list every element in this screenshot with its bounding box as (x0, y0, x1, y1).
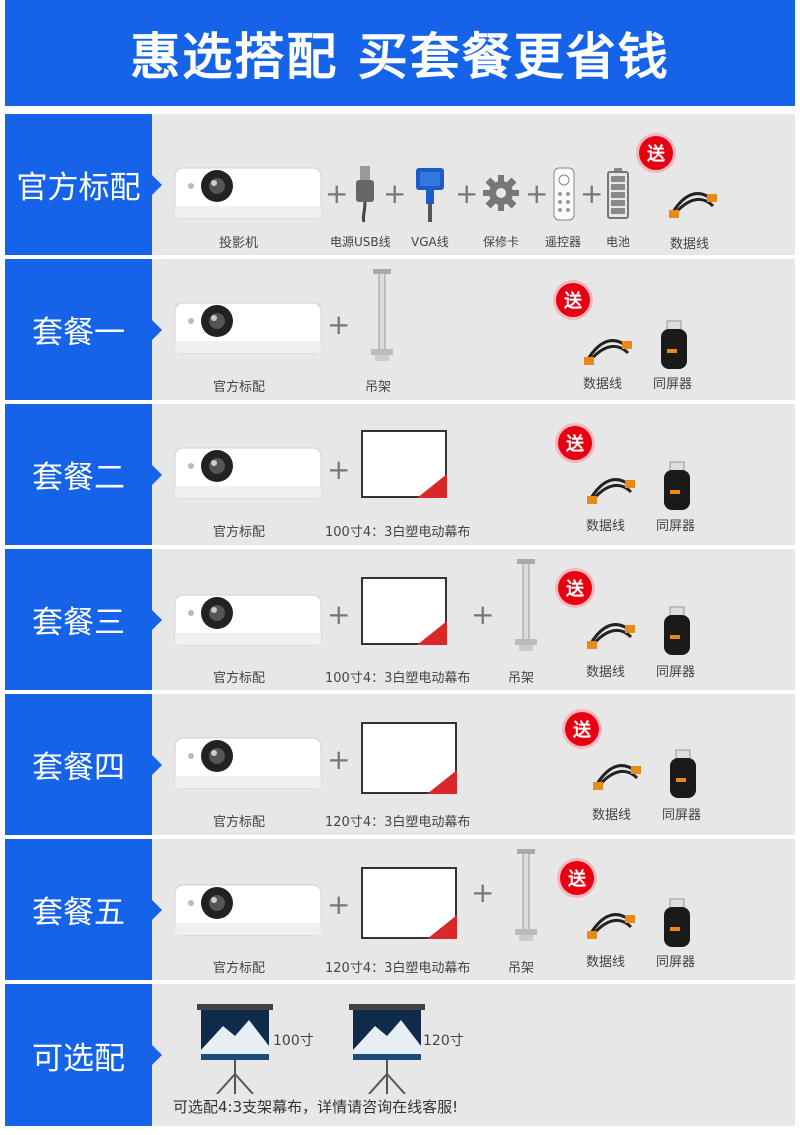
row-package-2: 套餐二 官方标配 + 100寸4：3白塑电动幕布 送 数据线 同屏器 (5, 404, 795, 545)
item-caption: 吊架 (508, 671, 535, 686)
item-caption: 投影机 (219, 236, 259, 251)
page-header: 惠选搭配 买套餐更省钱 (5, 0, 795, 106)
projector-icon (174, 302, 322, 354)
gear-icon (483, 175, 519, 211)
item-caption: 120寸4：3白塑电动幕布 (325, 961, 471, 976)
item-caption: 同屏器 (662, 808, 702, 823)
item-caption: 官方标配 (213, 961, 266, 976)
item-caption: 数据线 (670, 237, 710, 252)
plus-icon: + (325, 177, 349, 210)
projector-icon (174, 447, 322, 499)
projection-screen-icon (361, 577, 447, 645)
plus-icon: + (471, 876, 495, 909)
plus-icon: + (383, 177, 407, 210)
item-caption: 数据线 (586, 665, 626, 680)
projector-icon (174, 594, 322, 646)
screen-mirror-dongle-icon (664, 898, 690, 947)
screen-mirror-dongle-icon (661, 320, 687, 369)
item-caption: 120寸 (423, 1033, 464, 1049)
row-label: 套餐四 (5, 694, 162, 835)
projection-screen-icon (361, 867, 457, 939)
row-optional: 可选配 100寸 120寸 可选配4:3支架幕布，详情请咨询在线客服! (5, 984, 795, 1126)
plus-icon: + (525, 177, 549, 210)
row-package-1: 套餐一 官方标配 + 吊架 送 数据线 同屏器 (5, 259, 795, 400)
item-caption: 数据线 (592, 808, 632, 823)
row-package-4: 套餐四 官方标配 + 120寸4：3白塑电动幕布 送 数据线 同屏器 (5, 694, 795, 835)
item-caption: 官方标配 (213, 815, 266, 830)
battery-icon (607, 168, 629, 219)
projector-icon (174, 737, 322, 789)
vga-cable-icon (416, 168, 444, 222)
item-caption: 同屏器 (653, 377, 693, 392)
item-caption: 数据线 (586, 519, 626, 534)
item-caption: 电池 (606, 235, 631, 249)
hdmi-cable-icon (669, 192, 717, 218)
row-package-5: 套餐五 官方标配 + 120寸4：3白塑电动幕布 + 吊架 送 数据线 同屏器 (5, 839, 795, 980)
page-title: 惠选搭配 买套餐更省钱 (130, 28, 670, 86)
item-caption: VGA线 (411, 235, 449, 249)
row-label: 可选配 (5, 984, 162, 1126)
projection-screen-icon (361, 722, 457, 794)
item-caption: 官方标配 (213, 525, 266, 540)
screen-mirror-dongle-icon (664, 461, 690, 510)
row-label: 套餐一 (5, 259, 162, 400)
gift-badge: 送 (639, 136, 673, 170)
projector-icon (174, 167, 322, 219)
ceiling-mount-icon (371, 269, 393, 361)
plus-icon: + (327, 598, 351, 631)
plus-icon: + (327, 888, 351, 921)
item-caption: 官方标配 (213, 380, 266, 395)
gift-badge: 送 (558, 571, 592, 605)
item-caption: 保修卡 (483, 235, 520, 249)
gift-badge: 送 (560, 861, 594, 895)
item-caption: 数据线 (586, 955, 626, 970)
remote-icon (553, 167, 575, 221)
plus-icon: + (455, 177, 479, 210)
row-label: 套餐二 (5, 404, 162, 545)
item-caption: 同屏器 (656, 519, 696, 534)
row-package-3: 套餐三 官方标配 + 100寸4：3白塑电动幕布 + 吊架 送 数据线 同屏器 (5, 549, 795, 690)
ceiling-mount-icon (515, 559, 537, 651)
plus-icon: + (327, 453, 351, 486)
item-caption: 同屏器 (656, 665, 696, 680)
item-caption: 数据线 (583, 377, 623, 392)
item-caption: 吊架 (365, 380, 392, 395)
row-standard: 官方标配 投影机 + 电源USB线 + VGA线 + 保修卡 + 遥控器 + 电… (5, 114, 795, 255)
plus-icon: + (327, 308, 351, 341)
item-caption: 100寸4：3白塑电动幕布 (325, 525, 471, 540)
plus-icon: + (471, 598, 495, 631)
hdmi-cable-icon (584, 339, 632, 365)
row-label: 套餐三 (5, 549, 162, 690)
item-caption: 遥控器 (545, 235, 582, 249)
item-caption: 100寸4：3白塑电动幕布 (325, 671, 471, 686)
tripod-screen-icon (349, 1004, 425, 1094)
plus-icon: + (580, 177, 604, 210)
item-caption: 电源USB线 (330, 235, 391, 249)
item-caption: 官方标配 (213, 671, 266, 686)
tripod-screen-icon (197, 1004, 273, 1094)
screen-mirror-dongle-icon (670, 749, 696, 798)
item-caption: 同屏器 (656, 955, 696, 970)
item-caption: 120寸4：3白塑电动幕布 (325, 815, 471, 830)
gift-badge: 送 (565, 712, 599, 746)
hdmi-cable-icon (587, 623, 635, 649)
gift-badge: 送 (556, 283, 590, 317)
item-caption: 100寸 (273, 1033, 314, 1049)
screen-mirror-dongle-icon (664, 606, 690, 655)
projector-icon (174, 884, 322, 936)
usb-cable-icon (356, 166, 374, 223)
gift-badge: 送 (558, 426, 592, 460)
ceiling-mount-icon (515, 849, 537, 941)
row-label: 套餐五 (5, 839, 162, 980)
projection-screen-icon (361, 430, 447, 498)
row-label: 官方标配 (5, 114, 162, 255)
item-caption: 吊架 (508, 961, 535, 976)
hdmi-cable-icon (587, 478, 635, 504)
plus-icon: + (327, 743, 351, 776)
optional-note: 可选配4:3支架幕布，详情请咨询在线客服! (173, 1098, 459, 1116)
hdmi-cable-icon (593, 764, 641, 790)
hdmi-cable-icon (587, 913, 635, 939)
